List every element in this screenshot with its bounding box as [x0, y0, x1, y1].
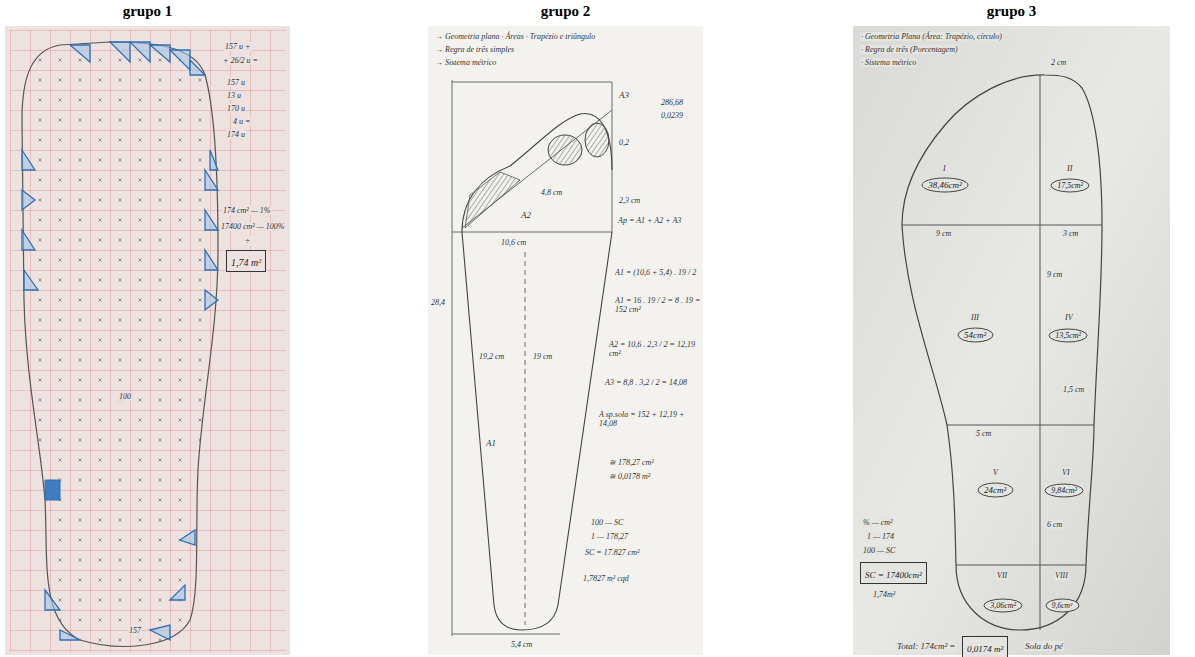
group-heading: grupo 3: [853, 3, 1170, 20]
area-value: 24cm²: [984, 485, 1006, 495]
area-value: 9,84cm²: [1051, 486, 1077, 495]
handwritten-note: I: [942, 164, 947, 173]
handwritten-note: 1,74m²: [872, 590, 896, 599]
handwritten-note: 19,2 cm: [478, 352, 505, 361]
handwritten-note: III: [970, 313, 980, 322]
area-ellipse: 17,5cm²: [1050, 178, 1090, 193]
handwritten-note: 0,0239: [660, 111, 684, 120]
handwritten-note: VIII: [1054, 571, 1069, 580]
handwritten-note: A1: [485, 438, 497, 448]
handwritten-note: 4,8 cm: [540, 188, 563, 197]
handwritten-note: 4 u =: [232, 117, 251, 126]
handwritten-note: VI: [1061, 468, 1071, 477]
handwritten-note: 10,6 cm: [500, 238, 527, 247]
handwritten-note: A2: [520, 210, 532, 220]
area-ellipse: 13,5cm²: [1048, 328, 1088, 343]
handwritten-note: 286,68: [660, 98, 684, 107]
handwritten-note: A1 = 16 . 19 / 2 = 8 . 19 = 152 cm²: [614, 296, 702, 314]
handwritten-note: 1,5 cm: [1062, 385, 1085, 394]
handwritten-note: ÷: [244, 236, 251, 246]
handwritten-note: Sola do pé: [1024, 641, 1064, 651]
handwritten-note: · Regra de três (Porcentagem): [860, 45, 959, 54]
handwritten-note: 174 cm² — 1%: [222, 206, 272, 215]
handwritten-note: 3 cm: [1062, 229, 1079, 238]
handwritten-note: · Sistema métrico: [860, 58, 917, 67]
area-value: 54cm²: [964, 330, 986, 340]
area-value: 13,5cm²: [1055, 331, 1081, 340]
handwritten-note: 5,4 cm: [510, 640, 533, 649]
area-value: 1,74 m²: [231, 257, 261, 268]
handwritten-note: 1 — 178,27: [590, 532, 629, 541]
handwritten-note: 174 u: [226, 130, 246, 139]
photo-panel: grupo 3 38,46cm² 17,5cm² 54cm² 13,5cm² 24cm² 9…: [853, 0, 1170, 657]
area-ellipse: 54cm²: [957, 327, 994, 343]
handwritten-note: % — cm²: [862, 518, 894, 527]
area-ellipse: 3,06cm²: [983, 598, 1023, 613]
handwritten-note: SC = 17.827 cm²: [584, 548, 640, 557]
area-value: 0,0174 m²: [967, 644, 1003, 654]
group-heading: grupo 1: [5, 3, 290, 20]
handwritten-note: 1,7827 m² cqd: [582, 574, 630, 583]
handwritten-note: 100 — SC: [862, 546, 896, 555]
area-ellipse: 24cm²: [977, 482, 1014, 498]
result-box: 0,0174 m²: [962, 636, 1008, 657]
handwritten-note: 157 u +: [224, 42, 251, 51]
handwritten-note: ≅ 178,27 cm²: [608, 458, 655, 467]
handwritten-note: 157: [128, 626, 142, 635]
handwritten-note: 5 cm: [975, 429, 992, 438]
area-ellipse: 38,46cm²: [921, 177, 969, 193]
handwritten-note: VII: [996, 571, 1008, 580]
area-ellipse: 9,6cm²: [1045, 598, 1080, 613]
result-box: 1,74 m²: [226, 250, 266, 272]
handwritten-note: Ap = A1 + A2 + A3: [617, 216, 703, 225]
handwritten-note: 100: [118, 392, 132, 401]
handwritten-note: 19 cm: [532, 352, 553, 361]
area-value: 3,06cm²: [990, 601, 1016, 610]
handwritten-note: → Regra de três simples: [434, 45, 515, 54]
handwritten-note: 170 u: [226, 104, 246, 113]
group-heading: grupo 2: [428, 3, 703, 20]
handwritten-note: → Sistema métrico: [434, 58, 497, 67]
handwritten-note: · Geometria Plana (Área: Trapézio, círcu…: [860, 32, 1003, 41]
handwritten-note: 17400 cm² — 100%: [220, 222, 286, 231]
handwritten-note: A sp.sola = 152 + 12,19 + 14,08: [598, 410, 702, 428]
handwritten-note: 28,4: [430, 298, 446, 307]
handwritten-note: 2 cm: [1050, 58, 1067, 67]
handwritten-note: IV: [1064, 313, 1074, 322]
result-box: SC = 17400cm²: [860, 562, 927, 584]
handwritten-note: Total: 174cm² =: [896, 641, 956, 651]
handwritten-note: → Geometria plana · Áreas · Trapézio e t…: [434, 32, 701, 41]
handwritten-note: 1 — 174: [866, 532, 895, 541]
handwritten-note: 9 cm: [935, 229, 952, 238]
area-value: SC = 17400cm²: [865, 570, 922, 580]
handwritten-note: 100 — SC: [590, 518, 624, 527]
handwritten-note: A2 = 10,6 . 2,3 / 2 = 12,19 cm²: [608, 340, 702, 358]
handwritten-note: A3 = 8,8 . 3,2 / 2 = 14,08: [604, 378, 702, 387]
photo-panel: grupo 1 1,74 m²: [5, 0, 290, 657]
handwritten-note: 13 u: [226, 91, 242, 100]
handwritten-note: 6 cm: [1046, 520, 1063, 529]
handwritten-note: ≅ 0,0178 m²: [608, 472, 651, 481]
handwritten-note: 9 cm: [1046, 270, 1063, 279]
handwritten-note: A1 = (10,6 + 5,4) . 19 / 2: [614, 268, 702, 277]
handwritten-note: II: [1066, 164, 1073, 173]
area-ellipse: 9,84cm²: [1044, 483, 1084, 498]
handwritten-note: 2,3 cm: [618, 196, 641, 205]
handwritten-note: 0,2: [618, 138, 630, 147]
area-value: 38,46cm²: [928, 180, 961, 190]
paper-photo-trapezoid: [428, 26, 703, 655]
handwritten-note: + 26/2 u =: [222, 56, 259, 65]
handwritten-note: V: [992, 468, 999, 477]
handwritten-note: A3: [618, 90, 630, 100]
area-value: 17,5cm²: [1057, 181, 1083, 190]
area-value: 9,6cm²: [1052, 601, 1072, 610]
paper-photo-regions: [853, 26, 1170, 655]
handwritten-note: 157 u: [226, 78, 246, 87]
grid-paper-photo: [5, 26, 290, 655]
